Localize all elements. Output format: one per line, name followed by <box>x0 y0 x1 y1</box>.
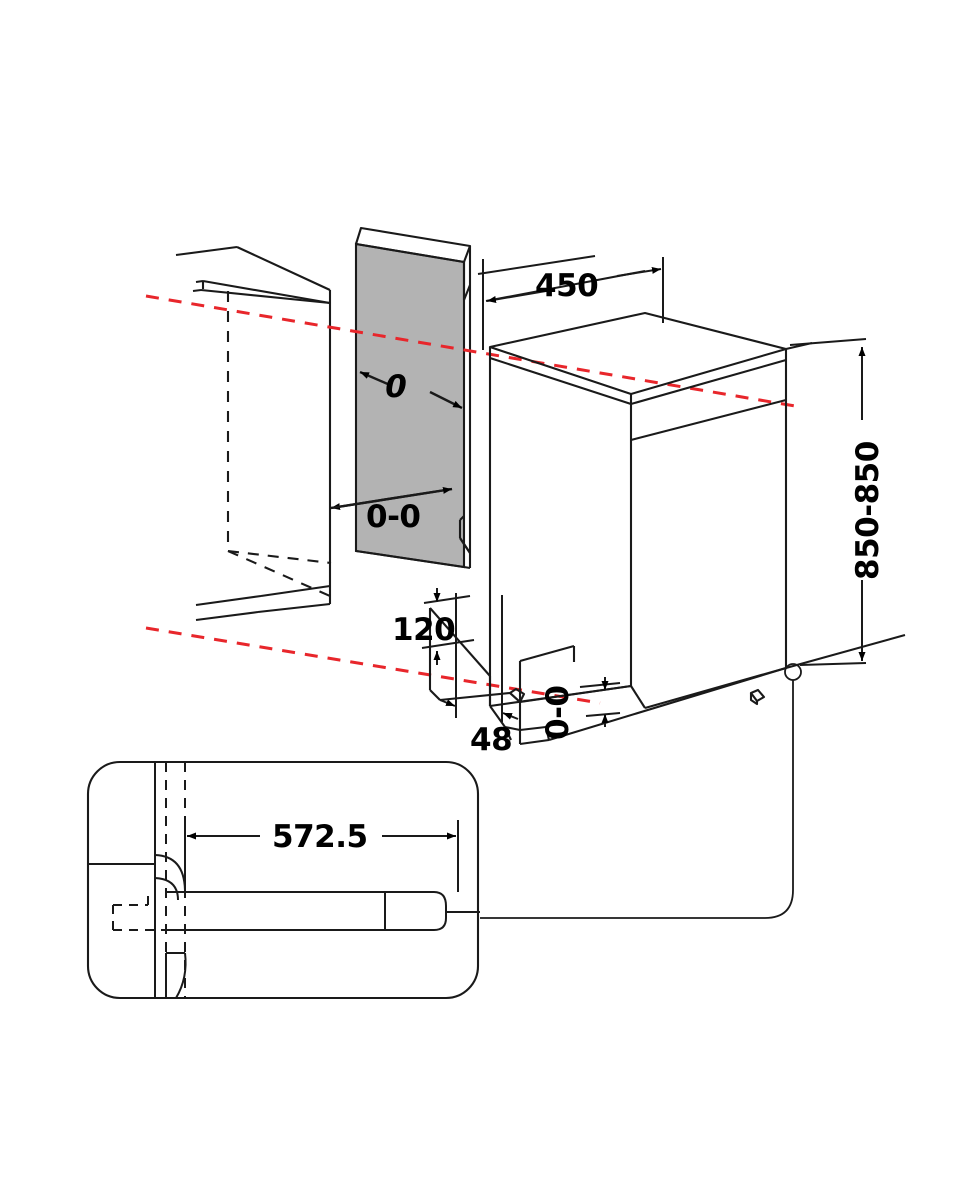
ext-line-850-bottom <box>799 662 867 666</box>
dimension-572 <box>184 820 459 892</box>
centerline-lower <box>145 626 601 705</box>
detail-view-content <box>88 762 480 999</box>
dimension-120 <box>421 588 475 665</box>
dimension-label-niche-width: 0 <box>385 369 407 405</box>
dishwasher-body <box>488 311 813 746</box>
centerline-upper <box>145 294 802 409</box>
dimension-450 <box>477 255 664 350</box>
niche-box-group <box>354 226 472 570</box>
ext-line-850-top <box>789 338 867 346</box>
dimension-niche-width <box>359 370 463 410</box>
detail-box-outline <box>86 760 480 1000</box>
dimension-label-48: 48 <box>470 722 512 758</box>
dimension-label-foot-adjust: 0-0 <box>540 685 576 740</box>
dimension-850 <box>789 338 867 666</box>
dimension-label-572: 572.5 <box>272 819 368 855</box>
detail-callout <box>480 663 802 919</box>
red-centerlines <box>145 294 802 705</box>
dimension-label-850: 850-850 <box>850 441 886 580</box>
detail-leader-line <box>480 680 794 919</box>
dimension-label-450: 450 <box>535 268 598 304</box>
dimension-label-120: 120 <box>392 612 455 648</box>
detail-view-box <box>86 760 480 1000</box>
dimension-48 <box>439 593 519 722</box>
dimension-label-niche-range: 0-0 <box>366 499 421 535</box>
dimension-foot-adjust <box>579 677 621 727</box>
dimension-niche-range <box>330 486 453 511</box>
left-cabinet-group <box>175 245 332 622</box>
